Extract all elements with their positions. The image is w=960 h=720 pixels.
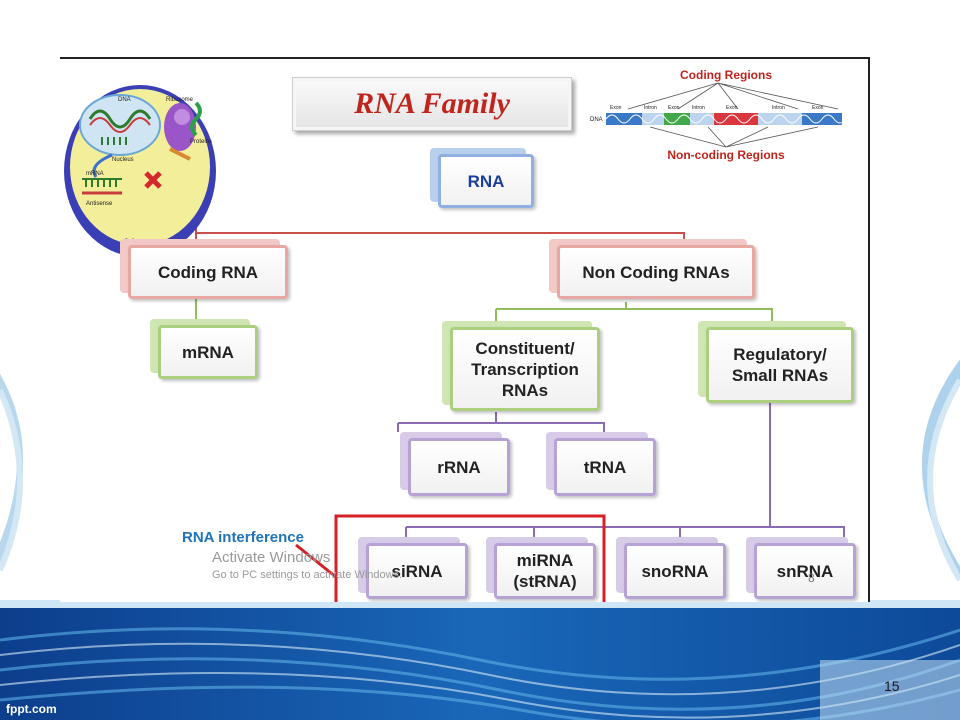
node-regulatory-small-rnas: Regulatory/ Small RNAs [698,321,854,403]
node-snrna-label: snRNA [754,543,856,599]
node-constituent-line-3: RNAs [501,380,549,400]
dna-strand-label: DNA [590,117,603,123]
background-swirl-left [0,374,23,572]
node-non-coding-rnas: Non Coding RNAs [549,239,755,299]
svg-text:Exon: Exon [610,105,622,111]
node-rrna: rRNA [400,432,510,496]
node-regulatory-line-1: Regulatory/ [733,345,827,364]
non-coding-regions-label: Non-coding Regions [667,148,785,162]
cell-diagram-image: DNA Ribosome Proteins Nucleus mRNA Antis… [64,85,216,257]
svg-text:DNA: DNA [118,97,131,103]
node-sirna: siRNA [358,537,468,599]
footer-brand: fppt.com [6,702,57,716]
node-mirna-line-1: miRNA [516,551,574,570]
footer-band [0,600,960,720]
node-mirna-line-2: (stRNA) [513,572,577,591]
svg-text:Intron: Intron [692,105,705,111]
activate-windows-watermark-title: Activate Windows [212,549,331,566]
node-sirna-label: siRNA [366,543,468,599]
svg-text:Exon: Exon [726,105,738,111]
diagram-title: RNA Family [354,87,510,120]
slide-number: 15 [884,678,900,694]
activate-windows-watermark-subtitle: Go to PC settings to activate Windows. [212,569,403,581]
background-swirl-right [922,359,960,582]
svg-text:Intron: Intron [772,105,785,111]
node-rna-label: RNA [438,154,534,208]
node-mrna-label: mRNA [158,325,258,379]
node-mrna: mRNA [150,319,258,379]
connector-lines [195,227,845,602]
node-trna: tRNA [546,432,656,496]
svg-text:mRNA: mRNA [86,171,104,177]
svg-text:Proteins: Proteins [190,139,212,145]
svg-text:Nucleus: Nucleus [112,157,134,163]
node-non-coding-rnas-label: Non Coding RNAs [557,245,755,299]
svg-text:Intron: Intron [644,105,657,111]
node-mirna: miRNA (stRNA) [486,537,596,599]
node-snorna: snoRNA [616,537,726,599]
svg-text:Exon: Exon [668,105,680,111]
node-rna: RNA [430,148,534,208]
svg-text:Ribosome: Ribosome [166,97,194,103]
node-coding-rna-label: Coding RNA [128,245,288,299]
node-constituent-line-1: Constituent/ [475,338,575,358]
node-coding-rna: Coding RNA [120,239,288,299]
node-regulatory-line-2: Small RNAs [731,366,829,385]
rna-family-figure: DNA Ribosome Proteins Nucleus mRNA Antis… [60,57,870,602]
node-constituent-transcription-rnas: Constituent/ Transcription RNAs [442,321,600,411]
node-snrna: snRNA [746,537,856,599]
node-constituent-line-2: Transcription [471,359,579,379]
node-rrna-label: rRNA [408,438,510,496]
svg-text:Exon: Exon [812,105,824,111]
node-snorna-label: snoRNA [624,543,726,599]
rna-interference-label: RNA interference [182,529,304,546]
svg-text:Antisense: Antisense [86,201,113,207]
title-plate: RNA Family [292,77,572,131]
coding-regions-label: Coding Regions [680,68,772,82]
node-trna-label: tRNA [554,438,656,496]
inner-page-number: 8 [808,571,815,585]
gene-structure-diagram: Coding Regions Non-coding Regions DNA Ex… [590,68,847,162]
